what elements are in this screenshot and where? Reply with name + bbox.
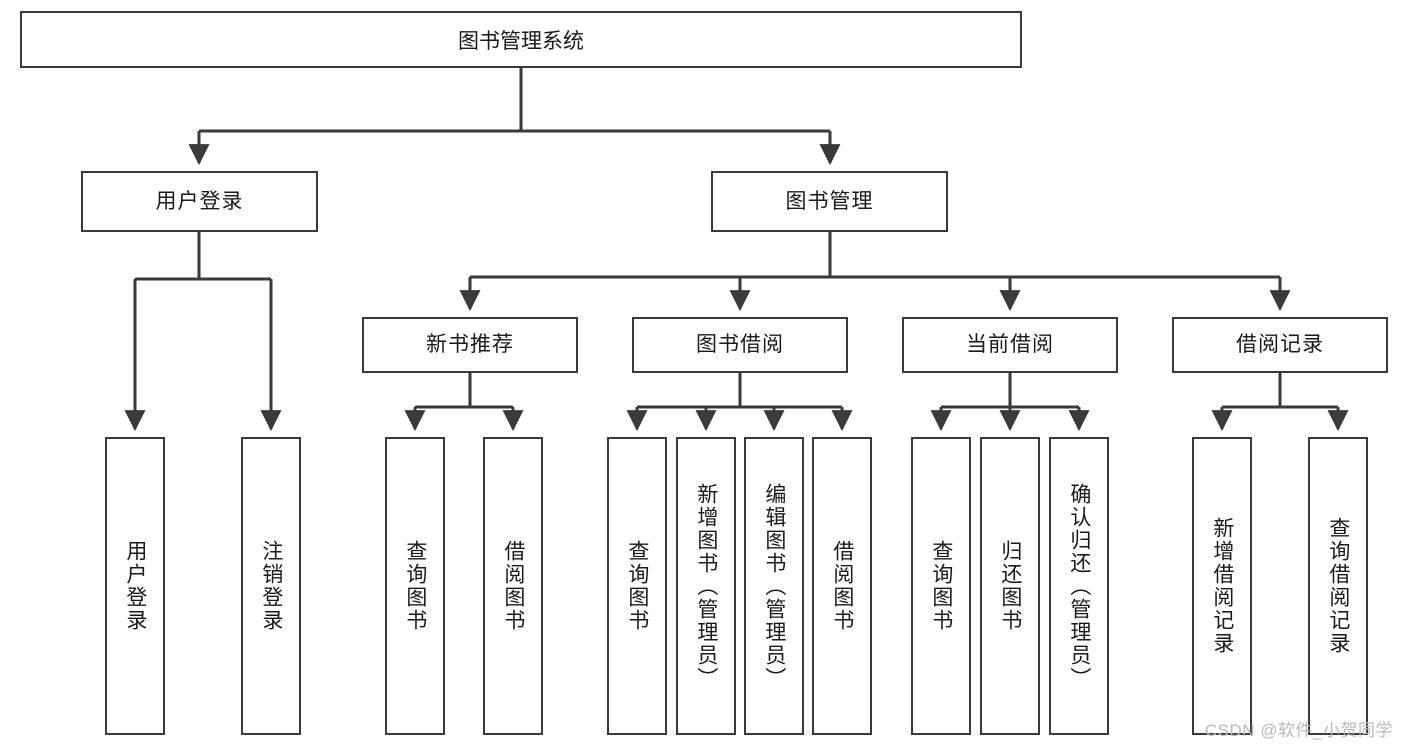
leaf-record-query-record[interactable]: 查询借阅记录 (1308, 437, 1368, 735)
leaf-recommend-borrow-book[interactable]: 借阅图书 (483, 437, 543, 735)
node-book-management[interactable]: 图书管理 (711, 171, 948, 232)
leaf-label: 新增图书（管理员） (694, 482, 718, 690)
node-user-login[interactable]: 用户登录 (81, 171, 318, 232)
leaf-label: 注销登录 (259, 540, 283, 632)
leaf-user-login-logout[interactable]: 注销登录 (241, 437, 301, 735)
leaf-current-query-book[interactable]: 查询图书 (911, 437, 971, 735)
leaf-label: 借阅图书 (501, 540, 525, 632)
leaf-current-return-book[interactable]: 归还图书 (980, 437, 1040, 735)
node-label: 图书管理 (785, 189, 874, 213)
leaf-label: 查询图书 (625, 540, 649, 632)
leaf-borrow-edit-book-admin[interactable]: 编辑图书（管理员） (744, 437, 804, 735)
leaf-label: 编辑图书（管理员） (762, 482, 786, 690)
leaf-label: 归还图书 (998, 540, 1022, 632)
node-borrow-record[interactable]: 借阅记录 (1172, 317, 1388, 373)
leaf-record-add-record[interactable]: 新增借阅记录 (1192, 437, 1252, 735)
leaf-user-login-login[interactable]: 用户登录 (105, 437, 165, 735)
node-book-borrow[interactable]: 图书借阅 (632, 317, 848, 373)
leaf-borrow-borrow-book[interactable]: 借阅图书 (812, 437, 872, 735)
leaf-label: 查询图书 (929, 540, 953, 632)
node-current-borrow[interactable]: 当前借阅 (902, 317, 1118, 373)
node-label: 图书管理系统 (458, 29, 584, 53)
leaf-recommend-query-book[interactable]: 查询图书 (385, 437, 445, 735)
watermark: CSDN @软件_小贺同学 (1204, 721, 1393, 740)
leaf-borrow-query-book[interactable]: 查询图书 (607, 437, 667, 735)
node-label: 图书借阅 (696, 333, 784, 357)
leaf-label: 借阅图书 (830, 540, 854, 632)
node-root-system[interactable]: 图书管理系统 (20, 11, 1022, 68)
leaf-label: 用户登录 (123, 540, 147, 632)
node-label: 用户登录 (155, 189, 244, 213)
leaf-label: 查询图书 (403, 540, 427, 632)
leaf-borrow-add-book-admin[interactable]: 新增图书（管理员） (676, 437, 736, 735)
leaf-label: 确认归还（管理员） (1067, 482, 1091, 690)
leaf-label: 新增借阅记录 (1210, 517, 1234, 655)
node-label: 新书推荐 (426, 333, 514, 357)
leaf-label: 查询借阅记录 (1326, 517, 1350, 655)
node-label: 当前借阅 (966, 333, 1054, 357)
node-new-book-recommend[interactable]: 新书推荐 (362, 317, 578, 373)
node-label: 借阅记录 (1236, 333, 1324, 357)
leaf-current-confirm-return-admin[interactable]: 确认归还（管理员） (1049, 437, 1109, 735)
